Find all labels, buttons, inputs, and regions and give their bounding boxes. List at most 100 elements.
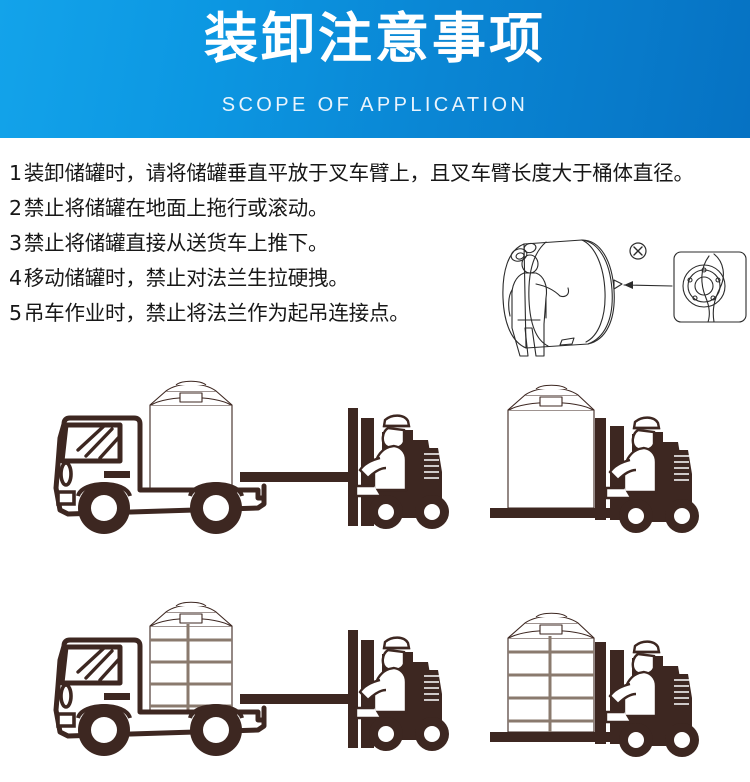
truck-mirror xyxy=(59,683,73,709)
forklift xyxy=(240,630,449,751)
tank-shell xyxy=(507,409,595,509)
callout-box xyxy=(673,251,747,323)
person-hand xyxy=(559,287,570,298)
forklift-front-hub xyxy=(378,504,394,520)
driver-torso xyxy=(372,444,408,492)
callout-flange-mid xyxy=(687,269,721,303)
forklift-rear-hub xyxy=(674,732,690,748)
truck-wheels xyxy=(78,482,242,534)
driver-leg xyxy=(604,710,630,724)
rule-item: 2禁止将储罐在地面上拖行或滚动。 xyxy=(9,191,750,226)
driver-torso xyxy=(622,446,658,494)
truck-windshield-reflection xyxy=(76,646,122,682)
callout-flange-outer xyxy=(682,264,726,308)
forklift xyxy=(240,408,449,529)
forklift-mast-rear xyxy=(595,418,606,520)
truck-front-hub xyxy=(91,495,117,521)
rule-number: 2 xyxy=(9,196,22,220)
radiator-grille xyxy=(674,679,689,705)
rule-item: 3禁止将储罐直接从送货车上推下。 xyxy=(9,226,750,261)
driver-helmet xyxy=(632,640,661,654)
tank-vent xyxy=(175,601,207,607)
callout-arrow-head xyxy=(624,281,633,289)
truck-grille-bar xyxy=(104,693,130,700)
driver-helmet xyxy=(632,416,661,430)
truck-step xyxy=(56,712,76,728)
driver-arm xyxy=(608,682,637,706)
driver-helmet xyxy=(382,636,411,650)
tank-top-curve xyxy=(524,387,579,396)
rope-strand-1 xyxy=(712,253,724,323)
forklift-lifting-tank-drawing xyxy=(490,384,699,533)
driver-leg xyxy=(354,484,380,498)
radiator-grille xyxy=(424,675,439,701)
truck-front-hub xyxy=(91,717,117,743)
tank-lid xyxy=(179,392,203,403)
storage-tank xyxy=(149,380,233,491)
page-title: 装卸注意事项 xyxy=(204,7,546,70)
illustration-truck-tank-forklift xyxy=(8,368,460,553)
forklift-mast-rear xyxy=(348,630,358,748)
rule-number: 1 xyxy=(9,161,22,185)
rule-number: 4 xyxy=(9,266,22,290)
driver-torso xyxy=(372,666,408,714)
tank-vent xyxy=(535,612,568,618)
tank-top-curve xyxy=(165,383,217,392)
tank-lid xyxy=(539,624,563,635)
forklift-fork-arm xyxy=(240,694,358,704)
rule-text: 移动储罐时，禁止对法兰生拉硬拽。 xyxy=(23,266,349,290)
page-header-banner: 装卸注意事项 SCOPE OF APPLICATION xyxy=(0,0,750,138)
driver-leg xyxy=(354,706,380,720)
illustration-flange-warning xyxy=(462,228,750,368)
truck-rear-hub xyxy=(203,495,229,521)
tank-vent xyxy=(535,384,568,390)
truck-grille-bar xyxy=(104,471,130,478)
tank-vent xyxy=(175,380,207,386)
person-arm-upper xyxy=(535,283,561,297)
driver-head xyxy=(381,426,406,450)
tank-top-cap xyxy=(510,248,528,262)
driver-arm xyxy=(358,678,387,702)
truck-fenders xyxy=(76,482,244,497)
forklift-mast-rear xyxy=(348,408,358,526)
forklift-counterweight xyxy=(662,674,692,730)
tank-top-curve xyxy=(165,604,217,613)
truck-fenders xyxy=(76,704,244,719)
tank-seam-1 xyxy=(581,239,606,343)
callout-flange-inner xyxy=(694,276,714,296)
forklift-counterweight xyxy=(412,448,442,502)
truck-side-details xyxy=(56,461,76,506)
forklift-rear-hub xyxy=(424,504,440,520)
truck-wheels xyxy=(78,704,242,756)
illustration-forklift-lifting-banded-tank xyxy=(470,592,748,782)
driver-head xyxy=(631,428,656,452)
rule-item: 5吊车作业时，禁止将法兰作为起吊连接点。 xyxy=(9,296,750,331)
rule-number: 5 xyxy=(9,301,22,325)
forklift-counterweight xyxy=(412,670,442,724)
rule-text: 吊车作业时，禁止将法兰作为起吊连接点。 xyxy=(23,301,410,325)
driver-leg xyxy=(604,486,630,500)
flange-bolt-3 xyxy=(710,295,716,301)
person-body xyxy=(511,272,548,357)
driver-helmet xyxy=(382,414,411,428)
rule-text: 禁止将储罐直接从送货车上推下。 xyxy=(23,231,329,255)
radiator-grille xyxy=(424,453,439,479)
tank-body xyxy=(523,239,615,349)
flange-warning-drawing xyxy=(502,239,747,357)
forklift-front-hub xyxy=(628,732,644,748)
tank-lid xyxy=(179,613,203,624)
prohibit-x-icon xyxy=(633,246,643,256)
radiator-grille xyxy=(674,455,689,481)
truck-mirror xyxy=(59,461,73,487)
flange-bolt-2 xyxy=(715,277,721,283)
rule-number: 3 xyxy=(9,231,22,255)
tank-seam-2 xyxy=(528,241,549,347)
banded-storage-tank xyxy=(149,601,233,715)
tank-top-cap-inner xyxy=(515,252,525,260)
tank-top-fitting xyxy=(523,242,537,254)
forklift-front-hub xyxy=(628,508,644,524)
tank-shell xyxy=(149,404,233,491)
forklift-lifting-banded-tank-drawing xyxy=(490,612,699,757)
person-back-arm xyxy=(508,289,513,317)
forklift-rear-hub xyxy=(674,508,690,524)
